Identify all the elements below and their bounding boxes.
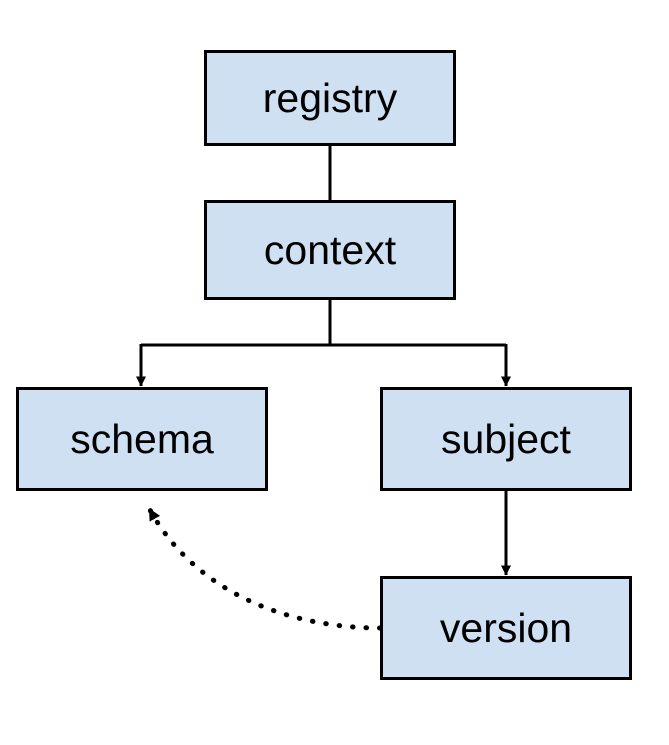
node-version[interactable]: version	[380, 576, 632, 680]
node-context-label: context	[263, 226, 397, 273]
edge-version-schema	[147, 507, 383, 631]
node-schema-label: schema	[70, 415, 214, 462]
node-schema[interactable]: schema	[16, 387, 268, 491]
node-subject-label: subject	[441, 415, 571, 462]
node-registry-label: registry	[262, 74, 398, 121]
node-context[interactable]: context	[204, 200, 456, 300]
node-version-label: version	[439, 604, 573, 651]
node-subject[interactable]: subject	[380, 387, 632, 491]
node-registry[interactable]: registry	[204, 50, 456, 146]
